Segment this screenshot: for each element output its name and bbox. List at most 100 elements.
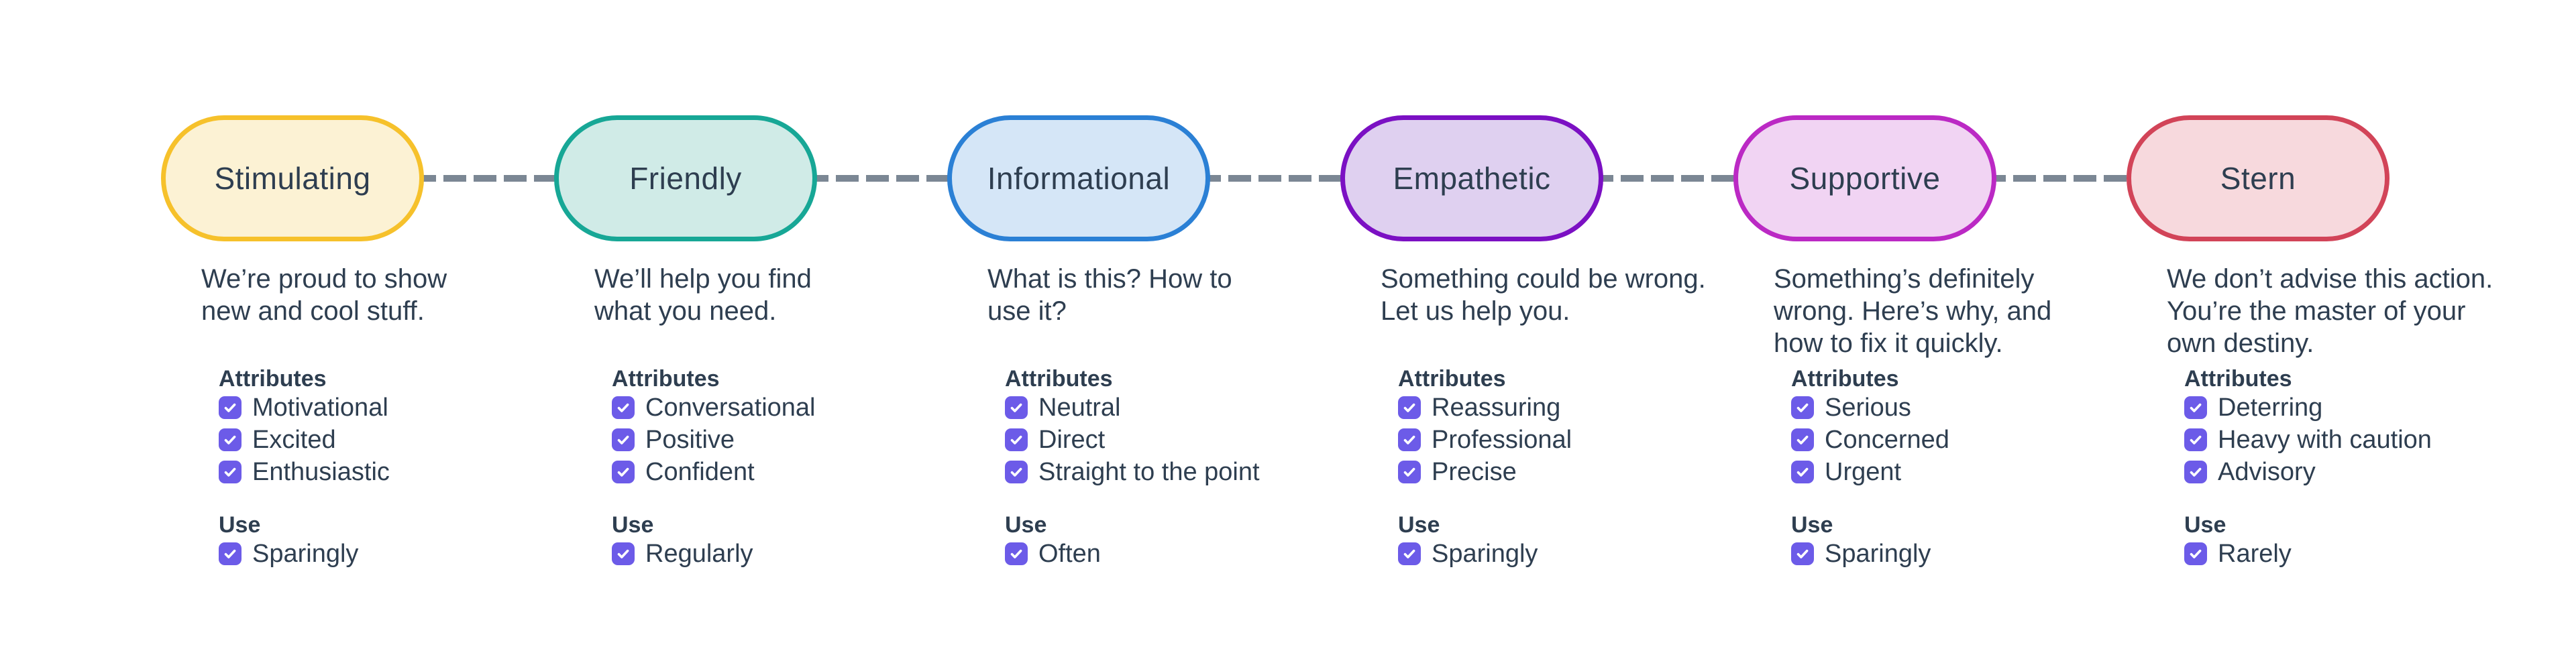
checkbox-checked[interactable]: [1791, 428, 1814, 451]
checkbox-row: Concerned: [1791, 426, 2127, 454]
checkbox-label: Serious: [1825, 393, 1911, 422]
checkbox-row: Precise: [1398, 458, 1733, 486]
attributes-heading: Attributes: [219, 366, 327, 392]
check-icon: [1796, 549, 1809, 558]
tone-column-stern: Stern We don’t advise this action.You’re…: [2127, 0, 2520, 575]
checkbox-checked[interactable]: [2184, 428, 2207, 451]
checkbox-checked[interactable]: [219, 542, 241, 565]
check-icon: [1796, 467, 1809, 477]
checkbox-checked[interactable]: [219, 428, 241, 451]
use-list: Sparingly: [219, 540, 554, 568]
checkbox-checked[interactable]: [219, 461, 241, 483]
checkbox-row: Heavy with caution: [2184, 426, 2520, 454]
tone-details: Attributes Serious Concerned Urgent U: [1791, 367, 2127, 568]
checkbox-checked[interactable]: [1005, 428, 1028, 451]
checkbox-row: Advisory: [2184, 458, 2520, 486]
checkbox-label: Advisory: [2218, 457, 2316, 486]
checkbox-checked[interactable]: [612, 461, 635, 483]
checkbox-checked[interactable]: [1398, 542, 1421, 565]
checkbox-row: Direct: [1005, 426, 1340, 454]
attributes-list: Neutral Direct Straight to the point: [1005, 394, 1340, 486]
checkbox-checked[interactable]: [1791, 461, 1814, 483]
checkbox-label: Straight to the point: [1038, 457, 1260, 486]
checkbox-label: Urgent: [1825, 457, 1902, 486]
description-line: You’re the master of your: [2167, 296, 2466, 326]
checkbox-checked[interactable]: [612, 542, 635, 565]
tone-pill-label: Friendly: [629, 161, 742, 196]
checkbox-row: Positive: [612, 426, 947, 454]
checkbox-checked[interactable]: [1791, 542, 1814, 565]
use-heading: Use: [219, 512, 261, 538]
checkbox-checked[interactable]: [612, 428, 635, 451]
check-icon: [2190, 435, 2202, 445]
checkbox-row: Conversational: [612, 394, 947, 422]
check-icon: [617, 403, 629, 412]
checkbox-checked[interactable]: [1791, 396, 1814, 419]
checkbox-label: Rarely: [2218, 539, 2292, 568]
attributes-list: Deterring Heavy with caution Advisory: [2184, 394, 2520, 486]
checkbox-label: Positive: [645, 425, 735, 454]
check-icon: [1796, 435, 1809, 445]
checkbox-checked[interactable]: [1398, 396, 1421, 419]
checkbox-checked[interactable]: [612, 396, 635, 419]
checkbox-checked[interactable]: [1005, 461, 1028, 483]
checkbox-row: Rarely: [2184, 540, 2520, 568]
check-icon: [1010, 467, 1022, 477]
checkbox-checked[interactable]: [2184, 542, 2207, 565]
description-line: how to fix it quickly.: [1774, 329, 2003, 358]
check-icon: [617, 467, 629, 477]
checkbox-label: Sparingly: [252, 539, 359, 568]
checkbox-checked[interactable]: [219, 396, 241, 419]
checkbox-label: Direct: [1038, 425, 1106, 454]
checkbox-checked[interactable]: [1005, 542, 1028, 565]
checkbox-row: Confident: [612, 458, 947, 486]
checkbox-checked[interactable]: [2184, 461, 2207, 483]
checkbox-checked[interactable]: [1005, 396, 1028, 419]
description-line: Something’s definitely: [1774, 264, 2035, 294]
checkbox-checked[interactable]: [2184, 396, 2207, 419]
check-icon: [224, 435, 236, 445]
description-line: wrong. Here’s why, and: [1774, 296, 2052, 326]
tone-details: Attributes Motivational Excited Enthusia…: [219, 366, 554, 568]
tone-pill-supportive: Supportive: [1733, 115, 1996, 241]
attributes-list: Conversational Positive Confident: [612, 394, 947, 486]
checkbox-label: Enthusiastic: [252, 457, 390, 486]
use-heading: Use: [1398, 512, 1440, 538]
check-icon: [1403, 435, 1415, 445]
attributes-section: Attributes Conversational Positive Confi…: [612, 367, 947, 486]
checkbox-row: Enthusiastic: [219, 458, 554, 486]
checkbox-label: Precise: [1432, 457, 1517, 486]
checkbox-row: Professional: [1398, 426, 1733, 454]
checkbox-row: Sparingly: [219, 540, 554, 568]
tone-description: We don’t advise this action.You’re the m…: [2167, 263, 2520, 367]
check-icon: [1796, 403, 1809, 412]
description-line: We don’t advise this action.: [2167, 264, 2493, 294]
attributes-section: Attributes Reassuring Professional Preci…: [1398, 367, 1733, 486]
checkbox-checked[interactable]: [1398, 461, 1421, 483]
attributes-heading: Attributes: [2184, 366, 2292, 392]
checkbox-label: Professional: [1432, 425, 1572, 454]
checkbox-row: Serious: [1791, 393, 2127, 422]
attributes-list: Motivational Excited Enthusiastic: [219, 394, 554, 486]
checkbox-checked[interactable]: [1398, 428, 1421, 451]
checkbox-row: Motivational: [219, 394, 554, 422]
checkbox-label: Reassuring: [1432, 393, 1561, 422]
tone-pill-label: Empathetic: [1393, 161, 1551, 196]
check-icon: [1010, 549, 1022, 558]
check-icon: [1403, 549, 1415, 558]
tone-pill-label: Stimulating: [214, 161, 371, 196]
description-line: Let us help you.: [1381, 296, 1570, 326]
tone-pill-stimulating: Stimulating: [161, 115, 424, 241]
description-line: use it?: [987, 296, 1067, 326]
tone-pill-stern: Stern: [2127, 115, 2390, 241]
checkbox-label: Often: [1038, 539, 1101, 568]
checkbox-label: Confident: [645, 457, 755, 486]
check-icon: [224, 549, 236, 558]
check-icon: [224, 467, 236, 477]
